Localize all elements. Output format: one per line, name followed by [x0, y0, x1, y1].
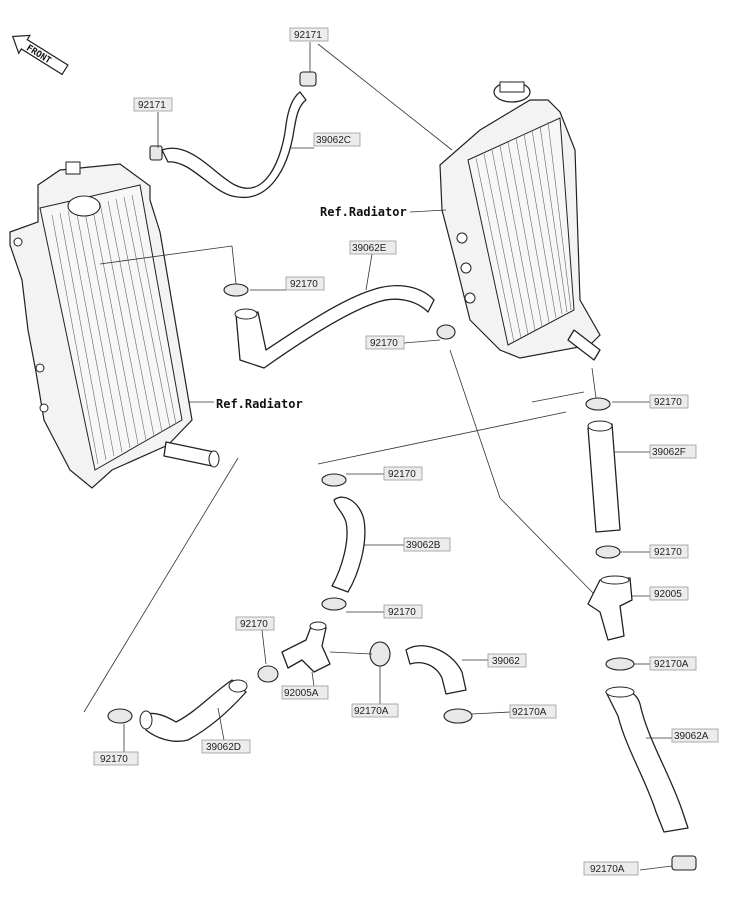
part-tag-92170-mid: 92170 — [370, 338, 398, 349]
clamp-92170-bottom-left — [107, 708, 133, 724]
clamp-92170-center-lower — [321, 597, 347, 611]
part-tag-92170-left-lower: 92170 — [240, 619, 268, 630]
part-tag-92170a-center: 92170A — [354, 706, 389, 717]
clamp-92170-left-upper — [223, 283, 249, 297]
clamp-92171-top — [299, 71, 317, 87]
hose-39062c — [161, 91, 307, 199]
part-tag-39062f: 39062F — [652, 447, 686, 458]
clamp-92170-right — [585, 397, 611, 411]
hose-39062a — [605, 688, 689, 833]
part-tag-39062: 39062 — [492, 656, 520, 667]
part-tag-92170-bottom-left: 92170 — [100, 754, 128, 765]
hose-39062b — [331, 496, 366, 593]
part-tag-92170a-clamp: 92170A — [512, 707, 547, 718]
clamp-92170-center — [321, 473, 347, 487]
hose-39062f — [587, 423, 621, 533]
clamp-92170-right-lower — [595, 545, 621, 559]
clamp-92170a-right — [605, 657, 635, 671]
clamp-92170a-center — [369, 641, 391, 667]
clamp-92170-left-lower — [257, 665, 279, 683]
leader-lines — [83, 42, 673, 871]
part-tag-92170a-bottom: 92170A — [590, 864, 625, 875]
ref-radiator-right-label: Ref.Radiator — [320, 205, 407, 219]
hose-39062 — [405, 645, 467, 695]
part-tag-92170-center-lower: 92170 — [388, 607, 416, 618]
part-tag-92005a: 92005A — [284, 688, 319, 699]
part-tag-92170-right: 92170 — [654, 397, 682, 408]
part-tag-92171-left: 92171 — [138, 100, 166, 111]
part-tag-92170-center: 92170 — [388, 469, 416, 480]
fitting-92005 — [587, 575, 633, 641]
clamp-92170-mid — [436, 324, 456, 340]
part-tag-39062a: 39062A — [674, 731, 709, 742]
part-tag-92170a-right: 92170A — [654, 659, 689, 670]
clamp-92170a-bottom — [671, 855, 697, 871]
front-arrow-icon: FRONT — [11, 34, 69, 76]
part-tag-92005: 92005 — [654, 589, 682, 600]
right-radiator — [439, 81, 601, 361]
part-tag-39062b: 39062B — [406, 540, 441, 551]
part-tag-39062d: 39062D — [206, 742, 241, 753]
left-radiator — [9, 161, 220, 489]
clamp-92171-left — [149, 145, 163, 161]
part-tag-39062e: 39062E — [352, 243, 387, 254]
part-tag-39062c: 39062C — [316, 135, 351, 146]
clamp-92170a-clamp — [443, 708, 473, 724]
part-tag-92170-left-upper: 92170 — [290, 279, 318, 290]
fitting-92005a — [281, 621, 331, 673]
hose-39062e — [235, 285, 435, 369]
ref-radiator-left-label: Ref.Radiator — [216, 397, 303, 411]
part-tag-92171-top: 92171 — [294, 30, 322, 41]
hose-39062d — [141, 679, 247, 742]
part-tag-92170-right-lower: 92170 — [654, 547, 682, 558]
